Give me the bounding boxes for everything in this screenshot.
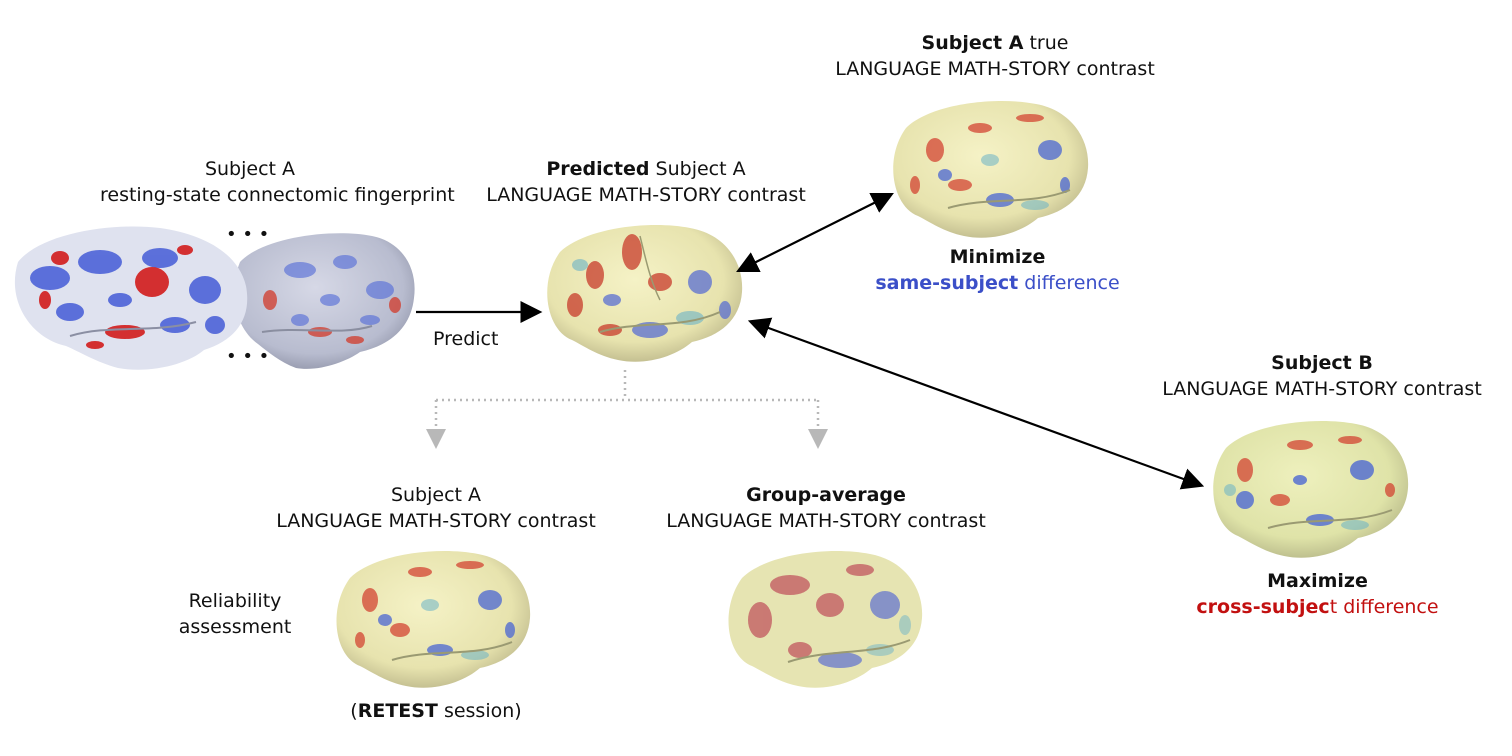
true-map-label-rest: true [1023,32,1069,54]
fingerprint-label-line1: Subject A [204,158,296,180]
subject-b-label: Subject B LANGUAGE MATH-STORY contrast [1140,350,1504,402]
fingerprint-label-line2: resting-state connectomic fingerprint [100,184,455,206]
predicted-label-rest: Subject A [649,158,746,180]
predicted-label-bold: Predicted [546,158,650,180]
true-map-label: Subject A true LANGUAGE MATH-STORY contr… [815,30,1175,82]
subject-b-label-bold: Subject B [1271,352,1373,374]
retest-session-open: ( [350,700,358,722]
retest-brain [336,551,531,688]
group-average-brain [728,551,923,688]
maximize-rest: t difference [1329,596,1439,618]
fingerprint-brain-front [14,226,248,370]
reliability-label: Reliability assessment [160,588,310,640]
minimize-label: Minimize same-subject difference [840,244,1155,296]
group-label: Group-average LANGUAGE MATH-STORY contra… [646,482,1006,534]
subject-b-label-line2: LANGUAGE MATH-STORY contrast [1162,378,1482,400]
subject-b-brain [1213,421,1409,558]
predicted-label-line2: LANGUAGE MATH-STORY contrast [486,184,806,206]
fingerprint-label: Subject A resting-state connectomic fing… [100,156,455,208]
true-map-label-line2: LANGUAGE MATH-STORY contrast [835,58,1155,80]
retest-label: Subject A LANGUAGE MATH-STORY contrast [256,482,616,534]
minimize-double-arrow [736,193,894,272]
predict-label: Predict [433,328,499,350]
maximize-double-arrow [747,317,1205,490]
dots-top: • • • [226,224,270,245]
reliability-line1: Reliability [188,590,282,612]
group-label-bold: Group-average [746,484,906,506]
retest-label-line1: Subject A [390,484,482,506]
dotted-branch-arrows [426,370,828,449]
retest-session-label: (RETEST session) [326,698,546,724]
minimize-title: Minimize [949,246,1046,268]
group-label-line2: LANGUAGE MATH-STORY contrast [666,510,986,532]
retest-label-line2: LANGUAGE MATH-STORY contrast [276,510,596,532]
subject-a-true-brain [893,101,1089,238]
retest-session-bold: RETEST [357,700,438,722]
retest-session-rest: session) [437,700,522,722]
dots-bottom: • • • [226,346,270,367]
fingerprint-brain-back [233,233,415,369]
true-map-label-bold: Subject A [921,32,1024,54]
predicted-label: Predicted Subject A LANGUAGE MATH-STORY … [466,156,826,208]
maximize-bold: cross-subjec [1196,596,1330,618]
minimize-bold: same-subject [875,272,1019,294]
maximize-label: Maximize cross-subject difference [1150,568,1485,620]
predicted-brain [547,225,743,362]
minimize-rest: difference [1018,272,1120,294]
reliability-line2: assessment [178,616,292,638]
maximize-title: Maximize [1267,570,1368,592]
